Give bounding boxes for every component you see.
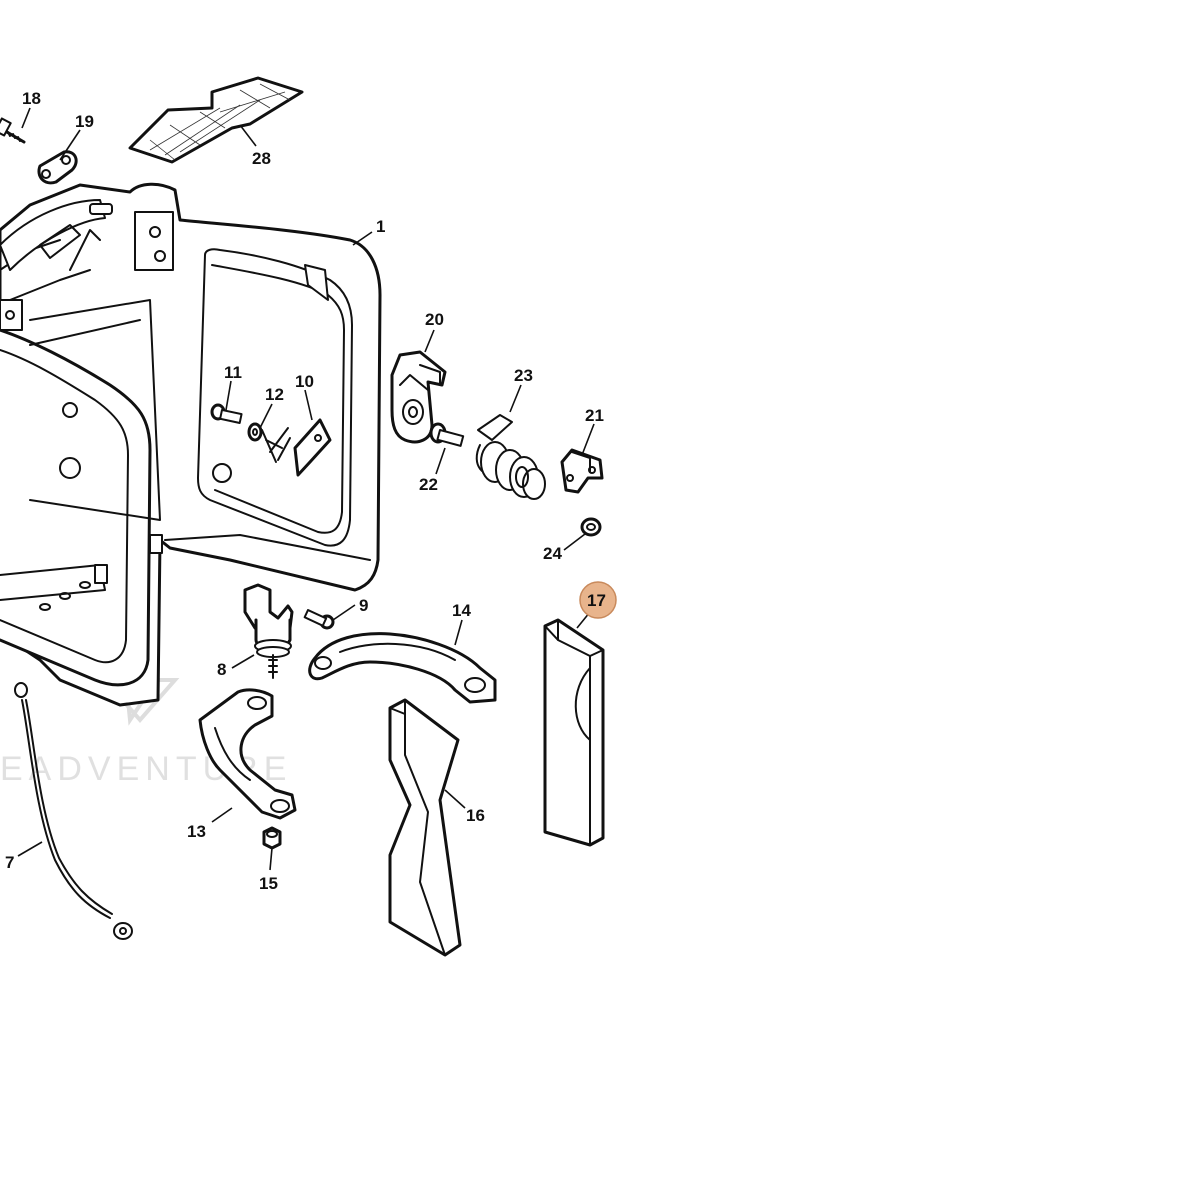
- callout-13[interactable]: 13: [187, 822, 206, 841]
- callout-17[interactable]: 17: [587, 591, 606, 610]
- part-13-bracket[interactable]: [198, 688, 297, 820]
- part-14-handle[interactable]: [308, 632, 497, 704]
- part-17-pad[interactable]: [543, 618, 605, 847]
- part-18-screw[interactable]: [0, 117, 26, 144]
- callout-22[interactable]: 22: [419, 475, 438, 494]
- callout-15[interactable]: 15: [259, 874, 278, 893]
- part-10-bracket[interactable]: [261, 418, 332, 477]
- part-16-pad[interactable]: [388, 698, 462, 957]
- part-7-cable[interactable]: [14, 682, 133, 940]
- callout-10[interactable]: 10: [295, 372, 314, 391]
- callout-9[interactable]: 9: [359, 596, 368, 615]
- part-19-plate[interactable]: [37, 150, 78, 185]
- part-1-frame[interactable]: [0, 182, 382, 707]
- part-9-screw[interactable]: [303, 608, 335, 630]
- part-28-plate[interactable]: [128, 76, 304, 164]
- callout-28[interactable]: 28: [252, 149, 271, 168]
- callout-18[interactable]: 18: [22, 89, 41, 108]
- part-20-clip[interactable]: [390, 350, 447, 444]
- part-21-latch[interactable]: [560, 448, 604, 494]
- part-12-washer[interactable]: [247, 422, 263, 442]
- callout-1[interactable]: 1: [376, 217, 385, 236]
- callout-8[interactable]: 8: [217, 660, 226, 679]
- callout-24[interactable]: 24: [543, 544, 562, 563]
- part-15-nut[interactable]: [262, 826, 282, 850]
- part-8-mount[interactable]: [243, 583, 294, 679]
- highlight-circle-17: [579, 581, 617, 619]
- callout-20[interactable]: 20: [425, 310, 444, 329]
- callout-19[interactable]: 19: [75, 112, 94, 131]
- callout-12[interactable]: 12: [265, 385, 284, 404]
- callout-labels: 18 19 28 1 20 23 21 22 24 11 12 10 9 8 1…: [5, 89, 606, 893]
- callout-23[interactable]: 23: [514, 366, 533, 385]
- leader-lines: [17, 107, 595, 871]
- callout-16[interactable]: 16: [466, 806, 485, 825]
- part-11-screw[interactable]: [210, 403, 243, 424]
- callout-21[interactable]: 21: [585, 406, 604, 425]
- part-24-washer[interactable]: [580, 517, 602, 537]
- part-23-spring[interactable]: [475, 414, 546, 500]
- callout-7[interactable]: 7: [5, 853, 14, 872]
- callout-14[interactable]: 14: [452, 601, 471, 620]
- callout-11[interactable]: 11: [224, 363, 242, 382]
- part-22-screw[interactable]: [429, 422, 465, 447]
